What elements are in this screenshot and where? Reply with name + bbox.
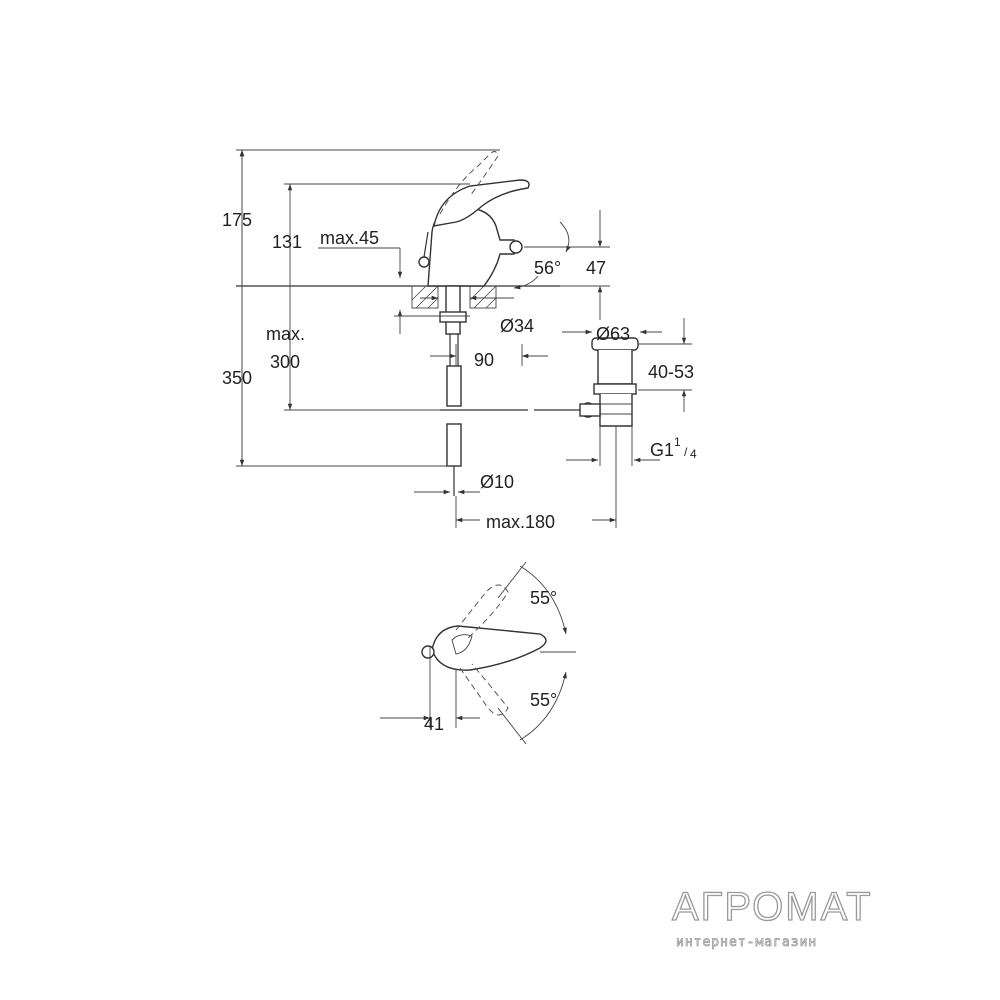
lever-position-right — [459, 663, 509, 716]
waste-drain-assembly — [579, 337, 639, 427]
lever-handle — [433, 179, 530, 227]
dim-thread-g1-1-4: G1 1 / 4 — [650, 435, 697, 461]
top-view-knob — [421, 645, 435, 659]
dim-41: 41 — [424, 714, 444, 734]
dim-angle-56: 56° — [534, 258, 561, 278]
faucet-side-view — [236, 150, 580, 496]
faucet-top-view — [380, 561, 576, 745]
ball-jet-nozzle — [509, 240, 523, 254]
mounting-shank — [445, 285, 461, 335]
dim-300: 300 — [270, 352, 300, 372]
dim-350: 350 — [222, 368, 252, 388]
mounting-nut — [439, 311, 467, 323]
dim-max45: max.45 — [320, 228, 379, 248]
store-watermark: АГРОМАТ интернет-магазин — [671, 884, 873, 950]
watermark-brand: АГРОМАТ — [672, 885, 873, 929]
dim-dia34: Ø34 — [500, 316, 534, 336]
side-dimension-labels: 175 131 max.45 56° 47 max. 300 350 Ø34 9… — [222, 210, 697, 532]
top-dimension-labels: 55° 55° 41 — [424, 588, 557, 734]
svg-text:4: 4 — [690, 447, 697, 461]
top-view-body — [431, 625, 547, 671]
drain-body-lower — [599, 394, 633, 427]
svg-text:/: / — [684, 445, 688, 459]
watermark-tagline: интернет-магазин — [676, 935, 817, 950]
hose-sleeve-lower — [446, 423, 462, 467]
svg-text:1: 1 — [674, 435, 681, 449]
dim-131: 131 — [272, 232, 302, 252]
dim-90: 90 — [474, 350, 494, 370]
dim-40-53: 40-53 — [648, 362, 694, 382]
dim-angle-55-top: 55° — [530, 588, 557, 608]
svg-text:G1: G1 — [650, 440, 674, 460]
side-dimension-lines — [236, 149, 692, 528]
lever-lifted-outline — [439, 150, 499, 215]
drain-flange — [593, 383, 637, 395]
drain-body-upper — [597, 350, 633, 385]
lever-position-left — [455, 584, 509, 639]
popup-knob — [418, 256, 430, 268]
dim-47: 47 — [586, 258, 606, 278]
dim-dia10: Ø10 — [480, 472, 514, 492]
pivot-fitting — [579, 403, 601, 417]
dim-max-word: max. — [266, 324, 305, 344]
hose-sleeve — [446, 365, 462, 407]
dim-175: 175 — [222, 210, 252, 230]
dim-max180: max.180 — [486, 512, 555, 532]
popup-rod — [423, 231, 429, 258]
dim-dia63: Ø63 — [596, 324, 630, 344]
dim-angle-55-bottom: 55° — [530, 690, 557, 710]
